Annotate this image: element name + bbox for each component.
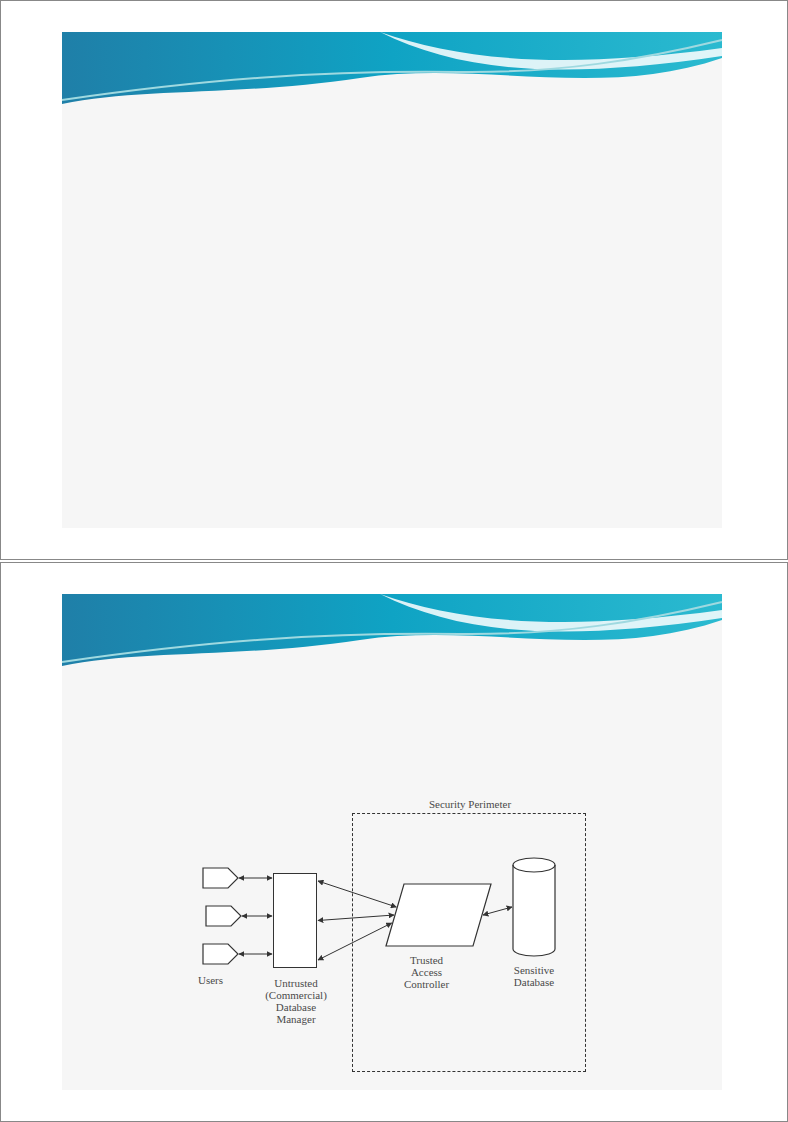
header-wave <box>62 32 722 104</box>
user-terminal <box>203 868 238 888</box>
header-wave <box>62 594 722 666</box>
user-terminal <box>203 944 238 964</box>
user-wire <box>242 916 272 917</box>
parallelogram-shape <box>385 883 492 947</box>
header-line <box>62 602 722 662</box>
node-label: Sensitive Database <box>506 964 562 988</box>
header-line <box>62 40 722 100</box>
users-label: Users <box>198 974 223 986</box>
connector-arrow <box>318 915 394 921</box>
user-wire <box>239 954 272 955</box>
slide-frame <box>1 1 788 560</box>
node-label: Trusted Access Controller <box>399 954 455 990</box>
user-terminals <box>203 868 241 964</box>
user-wire <box>239 878 272 879</box>
database-manager-box: Untrusted (Commercial) Database Manager <box>273 873 317 968</box>
node-label: Security Perimeter <box>400 798 540 810</box>
node-label: Untrusted (Commercial) Database Manager <box>263 977 329 1025</box>
slide-area <box>62 32 722 528</box>
connector-arrow <box>483 907 512 915</box>
slide-area <box>62 594 722 1090</box>
database-cylinder: Sensitive Database <box>513 858 555 956</box>
slide-frame <box>1 563 788 1122</box>
security-perimeter: Security PerimeterTrusted Access Control… <box>352 813 586 1072</box>
user-terminal <box>206 906 241 926</box>
access-controller: Trusted Access Controller <box>386 884 491 946</box>
connector-arrow <box>318 923 392 960</box>
cylinder-shape <box>512 857 556 957</box>
connector-arrow <box>318 881 396 907</box>
user-wires <box>239 878 272 954</box>
